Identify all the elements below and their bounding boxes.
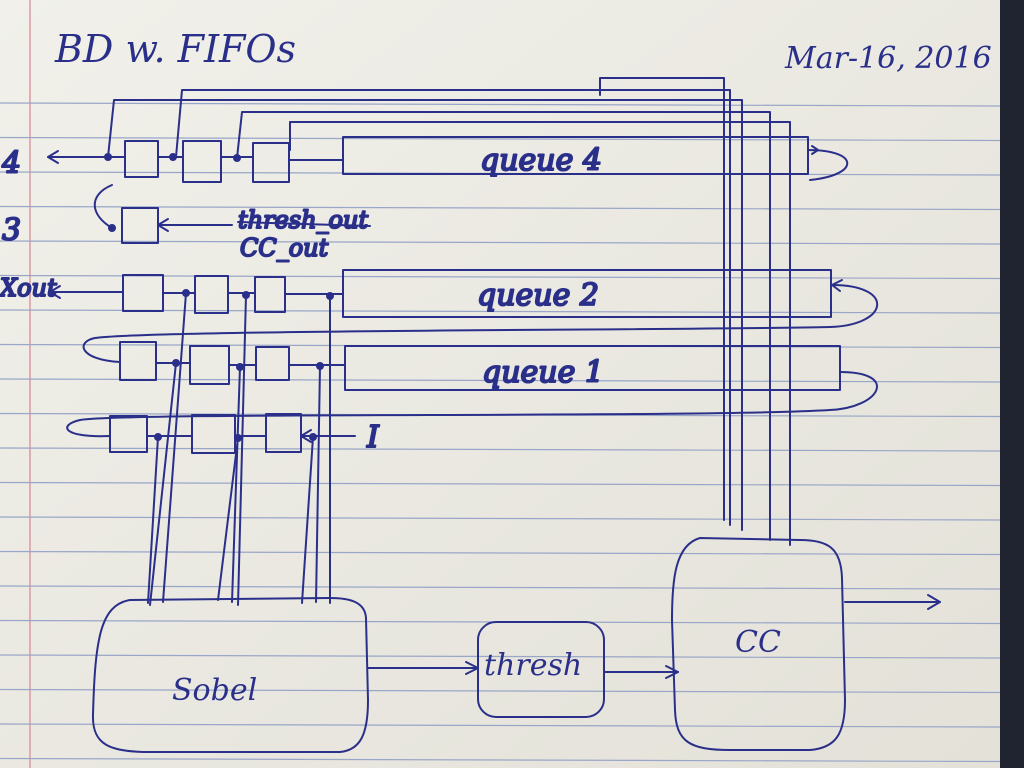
ruled-line	[0, 481, 1001, 487]
row-4-tap-line	[107, 99, 743, 531]
ruled-line	[0, 516, 1001, 521]
ruled-line	[0, 274, 1001, 280]
queue-1-box	[344, 345, 841, 391]
row-0-register-3	[265, 413, 302, 453]
ruled-line	[0, 654, 1001, 659]
notebook-cover-edge	[1000, 0, 1024, 768]
ruled-line	[0, 757, 1001, 763]
ruled-line	[0, 309, 1001, 314]
row-0-register-2	[191, 414, 236, 454]
row-4-register-2	[182, 140, 222, 183]
ruled-line	[0, 688, 1001, 694]
ruled-line	[0, 585, 1001, 590]
thresh-label: thresh	[484, 648, 582, 683]
row-4-tap-line	[236, 111, 771, 541]
ruled-line	[0, 205, 1001, 211]
sobel-tap-lines	[147, 292, 331, 606]
page-date: Mar-16, 2016	[784, 41, 992, 76]
queue-4-box	[342, 136, 809, 175]
strike-through	[237, 221, 371, 227]
row-2	[49, 269, 879, 363]
row-4-register-3	[252, 142, 290, 183]
row-3	[93, 184, 233, 244]
ruled-line	[0, 136, 1001, 142]
queue-4-feedback	[807, 149, 849, 181]
row-3-struck-text: thresh_out	[238, 206, 368, 234]
thresh-block	[477, 621, 605, 718]
queue-1-label: queue 1	[482, 355, 604, 390]
queue-2-label: queue 2	[477, 278, 599, 313]
paper-sheet	[0, 0, 1000, 768]
row-2-label: Xout	[0, 274, 57, 302]
row-1-register-3	[255, 346, 290, 381]
row-3-label: 3	[2, 213, 21, 248]
sobel-block	[91, 597, 369, 753]
cc-label: CC	[735, 625, 781, 660]
sobel-label: Sobel	[172, 673, 257, 708]
queue-1-feedback	[66, 371, 878, 438]
page-title: BD w. FIFOs	[54, 27, 296, 71]
row-3-wrap	[93, 184, 113, 229]
row-0-input-label: I	[366, 420, 380, 455]
row-2-register-2	[194, 275, 229, 314]
row-4-register-1	[124, 140, 159, 178]
row-4-tap-line	[175, 89, 731, 526]
queue-2-box	[342, 269, 832, 318]
ruled-line	[0, 723, 1001, 728]
row-4-tap-line	[599, 77, 725, 521]
cc-block	[671, 537, 846, 751]
row-4-label: 4	[1, 146, 21, 181]
ruled-line	[0, 102, 1001, 107]
ruled-line	[0, 240, 1001, 245]
row-3-text: CC_out	[240, 234, 329, 262]
row-0-register-1	[109, 415, 148, 453]
queue-2-feedback	[82, 284, 879, 363]
row-1-register-1	[119, 341, 157, 381]
queue-4-label: queue 4	[480, 143, 602, 178]
row-4-arrowhead	[47, 150, 59, 164]
row-1	[66, 341, 878, 438]
row-4-tap-line	[289, 121, 791, 546]
ruled-line	[0, 378, 1001, 383]
row-4	[47, 77, 849, 546]
